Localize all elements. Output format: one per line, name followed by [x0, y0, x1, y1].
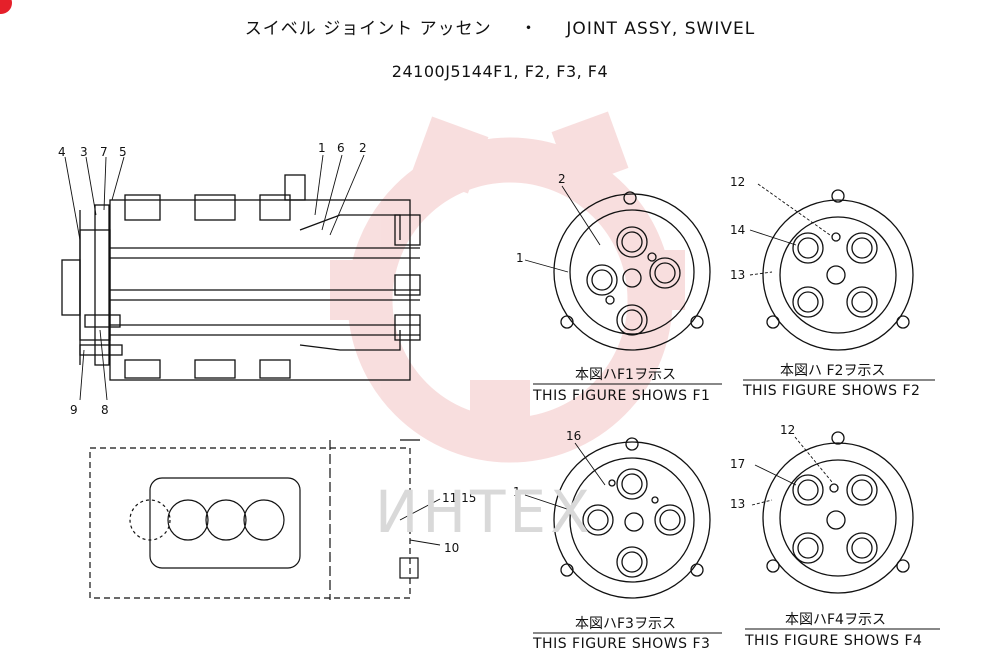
callout-11-15: 11·15 [442, 491, 476, 505]
callout-6: 6 [337, 141, 345, 155]
leader-f1-2 [561, 185, 601, 246]
title-en: JOINT ASSY, SWIVEL [566, 19, 756, 39]
caption-f4-jp: 本図ハF4ヲ示ス [785, 612, 886, 628]
caption-f3-en: THIS FIGURE SHOWS F3 [532, 636, 710, 652]
bottom-view [89, 439, 420, 600]
callout-2: 2 [359, 141, 367, 155]
caption-f1-en: THIS FIGURE SHOWS F1 [532, 388, 710, 404]
side-view-leaders [64, 154, 365, 401]
figure-f4-drawing [762, 431, 914, 594]
figure-f2-drawing [762, 189, 914, 351]
figure-f1-caption: 本図ハF1ヲ示ス THIS FIGURE SHOWS F1 [532, 367, 722, 404]
leader-f1-1 [524, 259, 569, 273]
drawing-title: スイベル ジョイント アッセン ・ JOINT ASSY, SWIVEL [0, 14, 1000, 39]
figure-f3-caption: 本図ハF3ヲ示ス THIS FIGURE SHOWS F3 [532, 616, 722, 652]
leader-f2-13 [749, 271, 773, 276]
callout-5: 5 [119, 145, 127, 159]
figure-f3-drawing [553, 437, 711, 599]
leader-f3-1 [524, 494, 571, 511]
caption-f1-jp: 本図ハF1ヲ示ス [575, 367, 676, 383]
callout-f1-1: 1 [516, 251, 524, 265]
callout-f4-12: 12 [780, 423, 795, 437]
callout-f2-13: 13 [730, 268, 745, 282]
figure-f4-caption: 本図ハF4ヲ示ス THIS FIGURE SHOWS F4 [744, 612, 940, 649]
callout-f2-14: 14 [730, 223, 745, 237]
caption-f2-en: THIS FIGURE SHOWS F2 [742, 383, 920, 399]
leader-f3-16 [574, 442, 606, 486]
leader-f4-17 [754, 464, 797, 486]
figure-f2-caption: 本図ハ F2ヲ示ス THIS FIGURE SHOWS F2 [742, 363, 935, 399]
watermark-text: ИНТЕХ [375, 478, 594, 546]
title-separator: ・ [520, 19, 539, 39]
callout-f1-2: 2 [558, 172, 566, 186]
leader-f2-14 [749, 229, 797, 246]
leader-f4-13 [751, 499, 773, 506]
title-jp: スイベル ジョイント アッセン [244, 19, 492, 39]
callout-7: 7 [100, 145, 108, 159]
callout-f3-1: 1 [513, 485, 521, 499]
callout-3: 3 [80, 145, 88, 159]
callout-f4-13: 13 [730, 497, 745, 511]
callout-4: 4 [58, 145, 66, 159]
side-view-callouts: 4 3 7 5 1 6 2 9 8 [58, 141, 367, 417]
caption-f2-jp: 本図ハ F2ヲ示ス [780, 363, 885, 379]
bottom-view-leaders [399, 498, 441, 546]
callout-1: 1 [318, 141, 326, 155]
callout-f4-17: 17 [730, 457, 745, 471]
side-view [61, 174, 421, 381]
caption-f3-jp: 本図ハF3ヲ示ス [575, 616, 676, 632]
callout-10: 10 [444, 541, 459, 555]
part-numbers: 24100J5144F1, F2, F3, F4 [391, 62, 609, 81]
leader-f2-12 [757, 183, 831, 236]
figure-f1-drawing [553, 191, 711, 351]
callout-f2-12: 12 [730, 175, 745, 189]
callout-f3-16: 16 [566, 429, 581, 443]
callout-8: 8 [101, 403, 109, 417]
corner-badge [0, 0, 12, 14]
caption-f4-en: THIS FIGURE SHOWS F4 [744, 633, 922, 649]
callout-9: 9 [70, 403, 78, 417]
